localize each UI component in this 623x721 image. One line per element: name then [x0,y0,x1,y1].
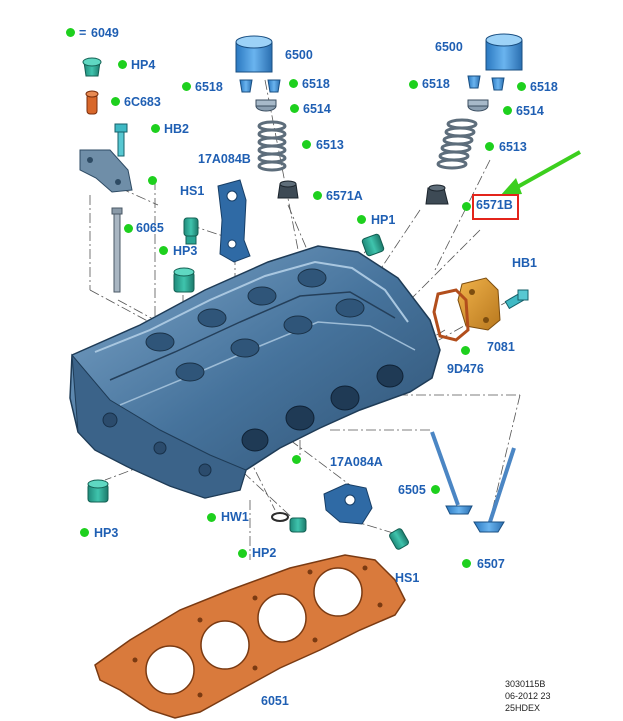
part-hp3-bottom [87,479,109,503]
part-6513-left [257,120,287,172]
marker-17a084a-ref [292,455,301,464]
marker-hw1 [207,513,216,522]
part-hp3-top [173,267,195,293]
marker-6507 [462,559,471,568]
head-gasket [94,554,406,719]
part-6500-right [485,33,523,71]
part-6518-left-pair [239,79,281,93]
part-6505 [430,431,473,515]
part-6514-left [255,99,277,112]
part-hs1-right [389,528,409,550]
part-6571b [425,184,449,205]
part-6513-right [436,118,478,170]
callout-arrow [500,150,581,196]
marker-6518-rl [409,80,418,89]
label-6065: 6065 [136,221,164,235]
marker-6518-rr [517,82,526,91]
part-hb1 [504,289,529,310]
label-6571b: 6571B [476,198,513,212]
marker-9d476 [461,346,470,355]
label-hp3-top: HP3 [173,244,198,258]
part-6514-right [467,99,489,112]
part-9d476 [432,288,470,342]
label-hp2: HP2 [252,546,277,560]
marker-6514-left [290,104,299,113]
marker-hp1 [357,215,366,224]
label-6505: 6505 [398,483,426,497]
part-hp2 [289,517,307,533]
marker-6513-right [485,142,494,151]
label-hs1-right: HS1 [395,571,420,585]
part-6065 [111,207,123,293]
footer-code: 3030115B [505,679,546,689]
legend-marker [66,28,75,37]
label-hs1-left: HS1 [180,184,205,198]
marker-6571a [313,191,322,200]
part-sensor-bracket [79,149,133,193]
part-hw1 [271,512,289,522]
label-hb1: HB1 [512,256,538,270]
legend-equals: = [79,26,87,40]
label-6500-right: 6500 [435,40,463,54]
marker-hp3-top [159,246,168,255]
label-hw1: HW1 [221,510,249,524]
marker-6513-left [302,140,311,149]
label-6513-left: 6513 [316,138,344,152]
marker-6571b [462,202,471,211]
part-6507 [473,447,516,533]
marker-bracket [148,176,157,185]
label-hp4: HP4 [131,58,156,72]
label-6518-ll: 6518 [195,80,223,94]
part-hs1-left [183,217,199,245]
highlight-box-6571b [472,194,519,220]
label-6051: 6051 [261,694,289,708]
part-6500-left [235,35,273,73]
label-7081: 7081 [487,340,515,354]
label-6514-left: 6514 [303,102,331,116]
part-6518-right-pair [467,75,505,91]
label-6518-rr: 6518 [530,80,558,94]
part-hb2 [114,123,128,157]
label-6571a: 6571A [326,189,363,203]
marker-hp3-bottom [80,528,89,537]
label-17a084b: 17A084B [198,152,251,166]
marker-6505 [431,485,440,494]
marker-6065 [124,224,133,233]
label-6507: 6507 [477,557,505,571]
footer-date: 06-2012 23 [505,691,551,701]
marker-6514-right [503,106,512,115]
label-hp3-bottom: HP3 [94,526,119,540]
label-6518-lr: 6518 [302,77,330,91]
label-hb2: HB2 [164,122,190,136]
label-6c683: 6C683 [124,95,161,109]
part-hp4 [82,57,102,77]
part-6571a [277,180,299,199]
marker-6518-ll [182,82,191,91]
marker-hb2 [151,124,160,133]
footer-model: 25HDEX [505,703,541,713]
part-7081 [457,277,501,331]
part-17a084a [323,483,373,525]
part-17a084b [217,179,251,263]
part-hp1 [361,233,385,257]
label-6513-right: 6513 [499,140,527,154]
part-6c683 [85,90,99,115]
marker-6c683 [111,97,120,106]
label-6514-right: 6514 [516,104,544,118]
label-6500-left: 6500 [285,48,313,62]
legend-part: 6049 [91,26,119,40]
label-9d476: 9D476 [447,362,484,376]
marker-hp4 [118,60,127,69]
marker-6518-lr [289,79,298,88]
cylinder-head [69,245,441,499]
label-17a084a: 17A084A [330,455,383,469]
label-6518-rl: 6518 [422,77,450,91]
marker-hp2 [238,549,247,558]
label-hp1: HP1 [371,213,396,227]
